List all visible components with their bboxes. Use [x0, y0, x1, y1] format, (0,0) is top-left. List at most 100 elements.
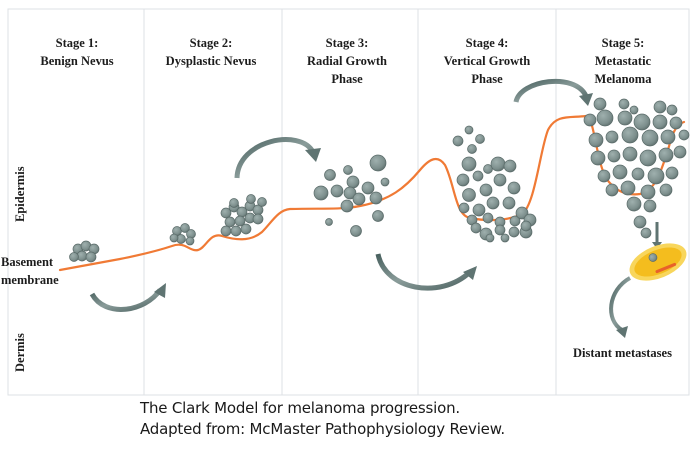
stage-5-cell [629, 105, 639, 115]
stage-4-name-line2: Phase [471, 72, 503, 86]
caption-line-1: The Clark Model for melanoma progression… [140, 399, 460, 417]
stage-3-cell [380, 177, 390, 187]
stage-5-cell [653, 100, 667, 114]
stage-5-cell [621, 126, 639, 144]
stage-3-name-line2: Phase [331, 72, 363, 86]
caption-line-2: Adapted from: McMaster Pathophysiology R… [140, 420, 505, 438]
stage-titles: Stage 1: Benign Nevus Stage 2: Dysplasti… [40, 36, 652, 86]
epidermis-label: Epidermis [13, 166, 27, 222]
stage-2b-cell [224, 216, 236, 228]
stage-5-cell [612, 164, 628, 180]
stage-3-cell [324, 169, 336, 181]
stage-5-cell [626, 196, 642, 212]
stage-4-cell [490, 156, 506, 172]
stage-3-number: Stage 3: [326, 36, 369, 50]
stage-2b-cell [229, 198, 239, 208]
stage-3-cell [352, 192, 366, 206]
stage-5-cell [659, 183, 673, 197]
arrow-stage2-to-3 [234, 137, 316, 179]
panel-grid [7, 8, 690, 396]
stage-4-cell [509, 215, 521, 227]
stage-2b-cell [220, 225, 232, 237]
stage-3-cell [325, 218, 333, 226]
stage-1-cell [85, 251, 97, 263]
arrow-to-distant-metastases [609, 276, 632, 332]
stage-4-name-line1: Vertical Growth [444, 54, 530, 68]
stage-3-cell [369, 154, 387, 172]
stage-5-cell [597, 169, 611, 183]
stage-3-cell [346, 175, 360, 189]
stage-3-cell [340, 199, 354, 213]
arrow-stage4-to-5-head [579, 93, 593, 106]
stage-5-cell [639, 149, 657, 167]
distant-metastases-label: Distant metastases [573, 346, 672, 360]
stage-5-cell [647, 167, 665, 185]
stage-3-cell [313, 185, 329, 201]
stage-4-cell [507, 181, 521, 195]
arrow-stage4-to-5 [513, 78, 589, 103]
stage-4-cell [472, 170, 484, 182]
stage-5-cell [620, 180, 636, 196]
stage-4-cell [482, 212, 494, 224]
stage-4-cell [472, 203, 486, 217]
stage-4-cell [456, 173, 470, 187]
stage-3-cell [343, 186, 357, 200]
stage-3-cell [372, 210, 384, 222]
dermis-label: Dermis [13, 333, 27, 372]
blood-vessel [629, 243, 687, 281]
stage-2b-cell [220, 207, 232, 219]
stage-5-cell [643, 199, 657, 213]
stage-5-cell [596, 109, 614, 127]
stage-2-name: Dysplastic Nevus [166, 54, 257, 68]
stage-4-cell [464, 125, 474, 135]
stage-1-cell [69, 252, 79, 262]
stage-4-cell [452, 135, 464, 147]
stage-5-cell [617, 110, 633, 126]
stage-5-cell [622, 146, 638, 162]
stage-1-name: Benign Nevus [40, 54, 113, 68]
basement-membrane-label-line2: membrane [1, 273, 59, 287]
stage-4-cell [493, 173, 507, 187]
vessel-inner [634, 247, 682, 277]
arrow-to-distant-metastases-head [616, 326, 628, 338]
stage-5-number: Stage 5: [602, 36, 645, 50]
stage-4-cell [500, 233, 510, 243]
stage-5-cell [666, 104, 678, 116]
progression-arrows [89, 78, 662, 338]
stage-4-cell [479, 183, 493, 197]
vessel-stripe [655, 262, 677, 274]
stage-3-cell [330, 184, 344, 198]
stage-3-cell [343, 165, 353, 175]
stage-5-cell [618, 98, 630, 110]
stage-1-number: Stage 1: [56, 36, 99, 50]
stage-5-cell [631, 167, 645, 181]
stage-3-cell [369, 191, 383, 205]
stage-5-cell [640, 227, 652, 239]
stage-4-cell [461, 156, 477, 172]
melanocyte-cells [69, 97, 690, 263]
stage-5-cell [605, 130, 619, 144]
stage-2b-cell [240, 223, 252, 235]
stage-4-cell [485, 233, 495, 243]
stage-4-cell [462, 188, 476, 202]
stage-4-cell [494, 224, 506, 236]
stage-5-cell [678, 129, 690, 141]
stage-5-cell [640, 184, 656, 200]
stage-4-cell [502, 196, 516, 210]
stage-5-cell [593, 97, 607, 111]
stage-4-cell [483, 164, 493, 174]
stage-4-number: Stage 4: [466, 36, 509, 50]
stage-5-cell [641, 129, 659, 147]
stage-5-cell [669, 116, 683, 130]
stage-5-cell [588, 132, 604, 148]
stage-5-cell [658, 147, 674, 163]
circulating-tumor-cell [648, 253, 658, 262]
stage-4-cell [508, 226, 520, 238]
stage-4-cell [467, 144, 477, 154]
stage-4-cell [458, 202, 470, 214]
stage-2a-cell [180, 223, 190, 233]
layer-labels: Epidermis Basement membrane Dermis [1, 166, 59, 372]
stage-3-name-line1: Radial Growth [307, 54, 387, 68]
stage-3-cell [361, 181, 375, 195]
